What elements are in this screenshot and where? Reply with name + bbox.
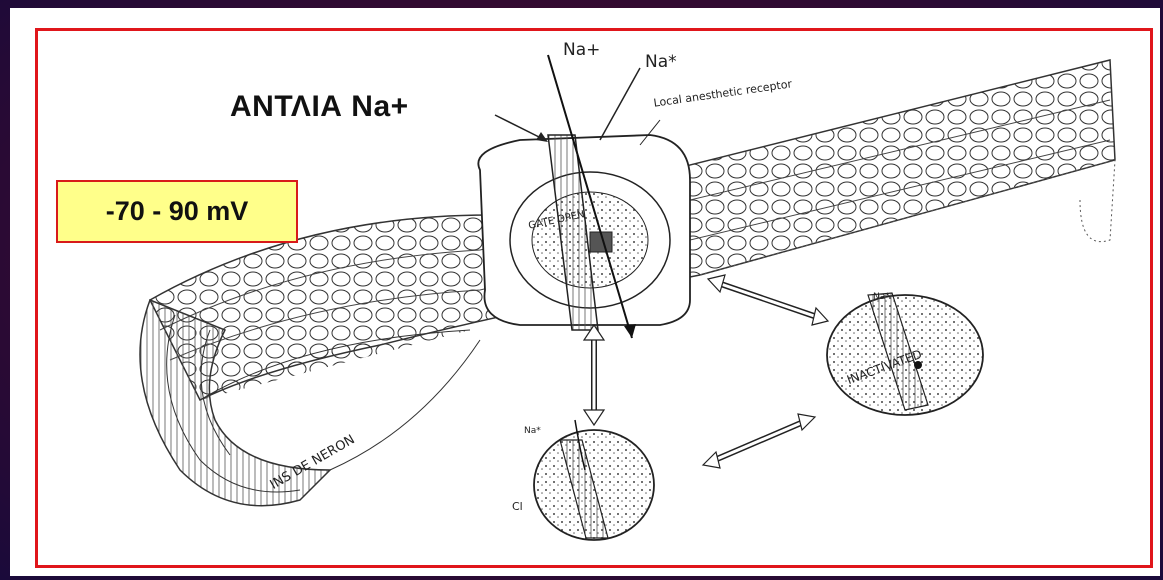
- sodium-ion-label-bottom: Na*: [524, 426, 541, 436]
- closed-channel-disc: [534, 420, 654, 540]
- chloride-label: Cl: [512, 500, 523, 513]
- sodium-ion-label-right: Na*: [645, 52, 677, 72]
- sodium-ion-label-inactivated: Na*: [873, 292, 890, 302]
- resting-potential-label: -70 - 90 mV: [56, 180, 298, 243]
- channel-title: ΑΝΤΛΙΑ Na+: [230, 90, 409, 124]
- sodium-ion-label-left: Na+: [563, 40, 600, 60]
- leader-lines: [495, 68, 660, 145]
